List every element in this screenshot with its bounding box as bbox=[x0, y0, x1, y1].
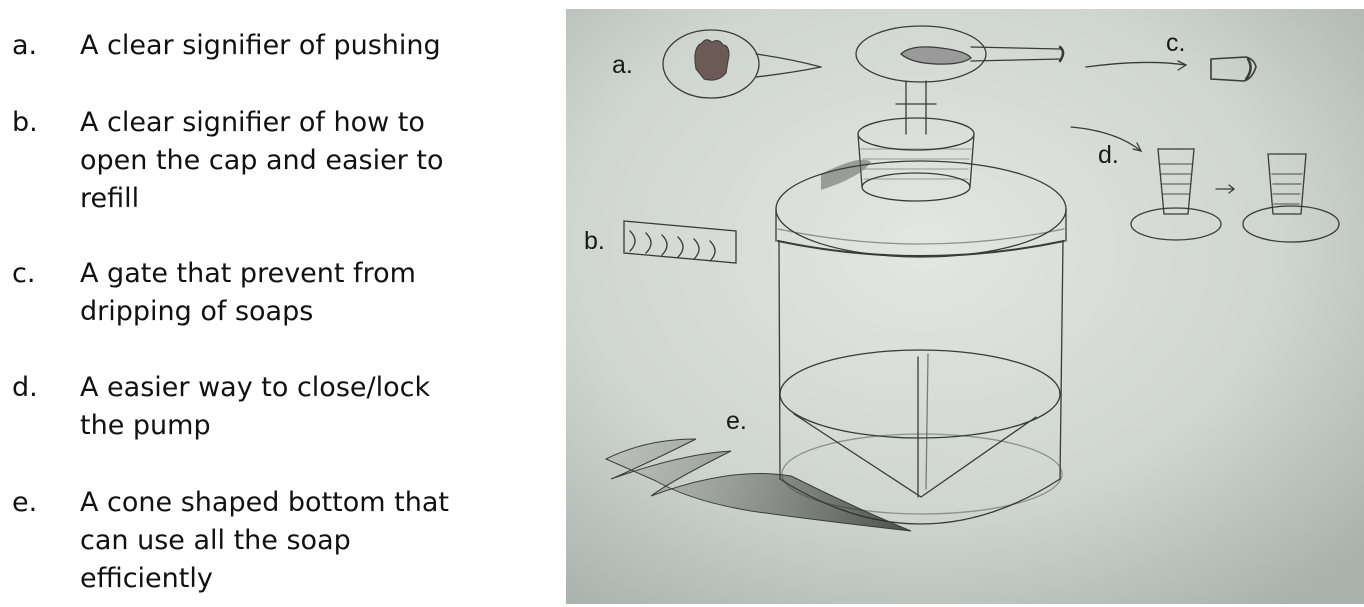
sketch-drawing: a. b. c. d. e. bbox=[566, 9, 1364, 604]
paper-background bbox=[566, 9, 1364, 604]
cone-bottom bbox=[793, 353, 1037, 498]
bottle-body bbox=[775, 160, 1067, 525]
pump-stem bbox=[895, 80, 937, 135]
sketch-label-c: c. bbox=[1166, 29, 1185, 57]
ground-shadow bbox=[604, 438, 912, 532]
detail-b-cap-pattern bbox=[623, 220, 737, 264]
sketch-label-d: d. bbox=[1098, 141, 1119, 169]
detail-d-lock bbox=[1070, 126, 1340, 243]
feature-marker: e. bbox=[12, 487, 38, 518]
feature-text: A gate that prevent from dripping of soa… bbox=[80, 258, 416, 327]
feature-text: A cone shaped bottom that can use all th… bbox=[80, 487, 449, 594]
detail-c-gate bbox=[1085, 56, 1257, 82]
feature-text: A clear signifier of pushing bbox=[80, 30, 441, 61]
feature-marker: b. bbox=[12, 107, 38, 138]
feature-list: a. A clear signifier of pushing b. A cle… bbox=[0, 0, 560, 607]
sketch-label-b: b. bbox=[584, 227, 605, 255]
feature-text: A easier way to close/lock the pump bbox=[80, 372, 431, 441]
feature-marker: d. bbox=[12, 372, 38, 403]
sketch-label-e: e. bbox=[726, 407, 747, 435]
bottle-cap bbox=[857, 117, 975, 202]
soap-dispenser-sketch: a. b. c. d. e. bbox=[566, 9, 1364, 604]
feature-text: A clear signifier of how to open the cap… bbox=[80, 107, 444, 214]
feature-marker: a. bbox=[12, 30, 38, 61]
feature-marker: c. bbox=[12, 258, 36, 289]
sketch-label-a: a. bbox=[612, 51, 633, 79]
detail-a-push-head bbox=[662, 29, 822, 99]
pump-nozzle bbox=[855, 25, 1065, 83]
top-shading bbox=[821, 159, 871, 190]
